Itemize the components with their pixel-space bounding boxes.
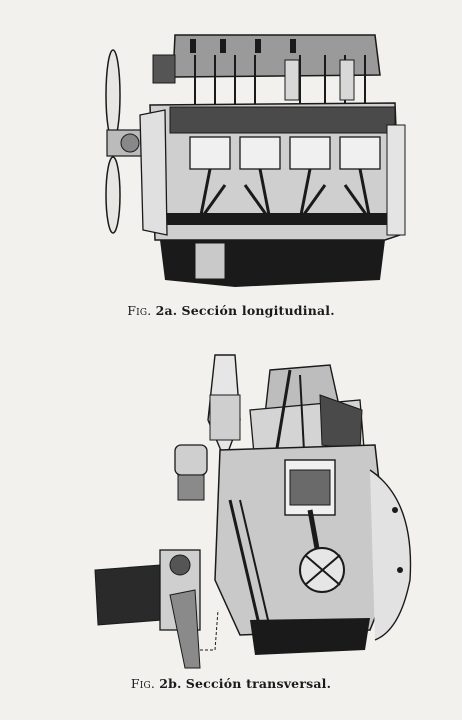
- figure-title: Sección transversal.: [185, 676, 332, 691]
- figure-number: 2a.: [155, 303, 178, 318]
- engine-longitudinal-section-illustration: [95, 25, 415, 295]
- engine-transverse-section-illustration: [90, 350, 420, 670]
- figure-title: Sección longitudinal.: [181, 303, 335, 318]
- figure-label: Fig.: [127, 303, 152, 318]
- figure-label: Fig.: [130, 676, 156, 691]
- generator-icon: [94, 549, 201, 669]
- carburetor-icon: [207, 354, 241, 462]
- figure-number: 2b.: [159, 676, 182, 691]
- figure-caption-2b: Fig. 2b. Sección transversal.: [0, 676, 462, 691]
- figure-caption-2a: Fig. 2a. Sección longitudinal.: [0, 303, 462, 318]
